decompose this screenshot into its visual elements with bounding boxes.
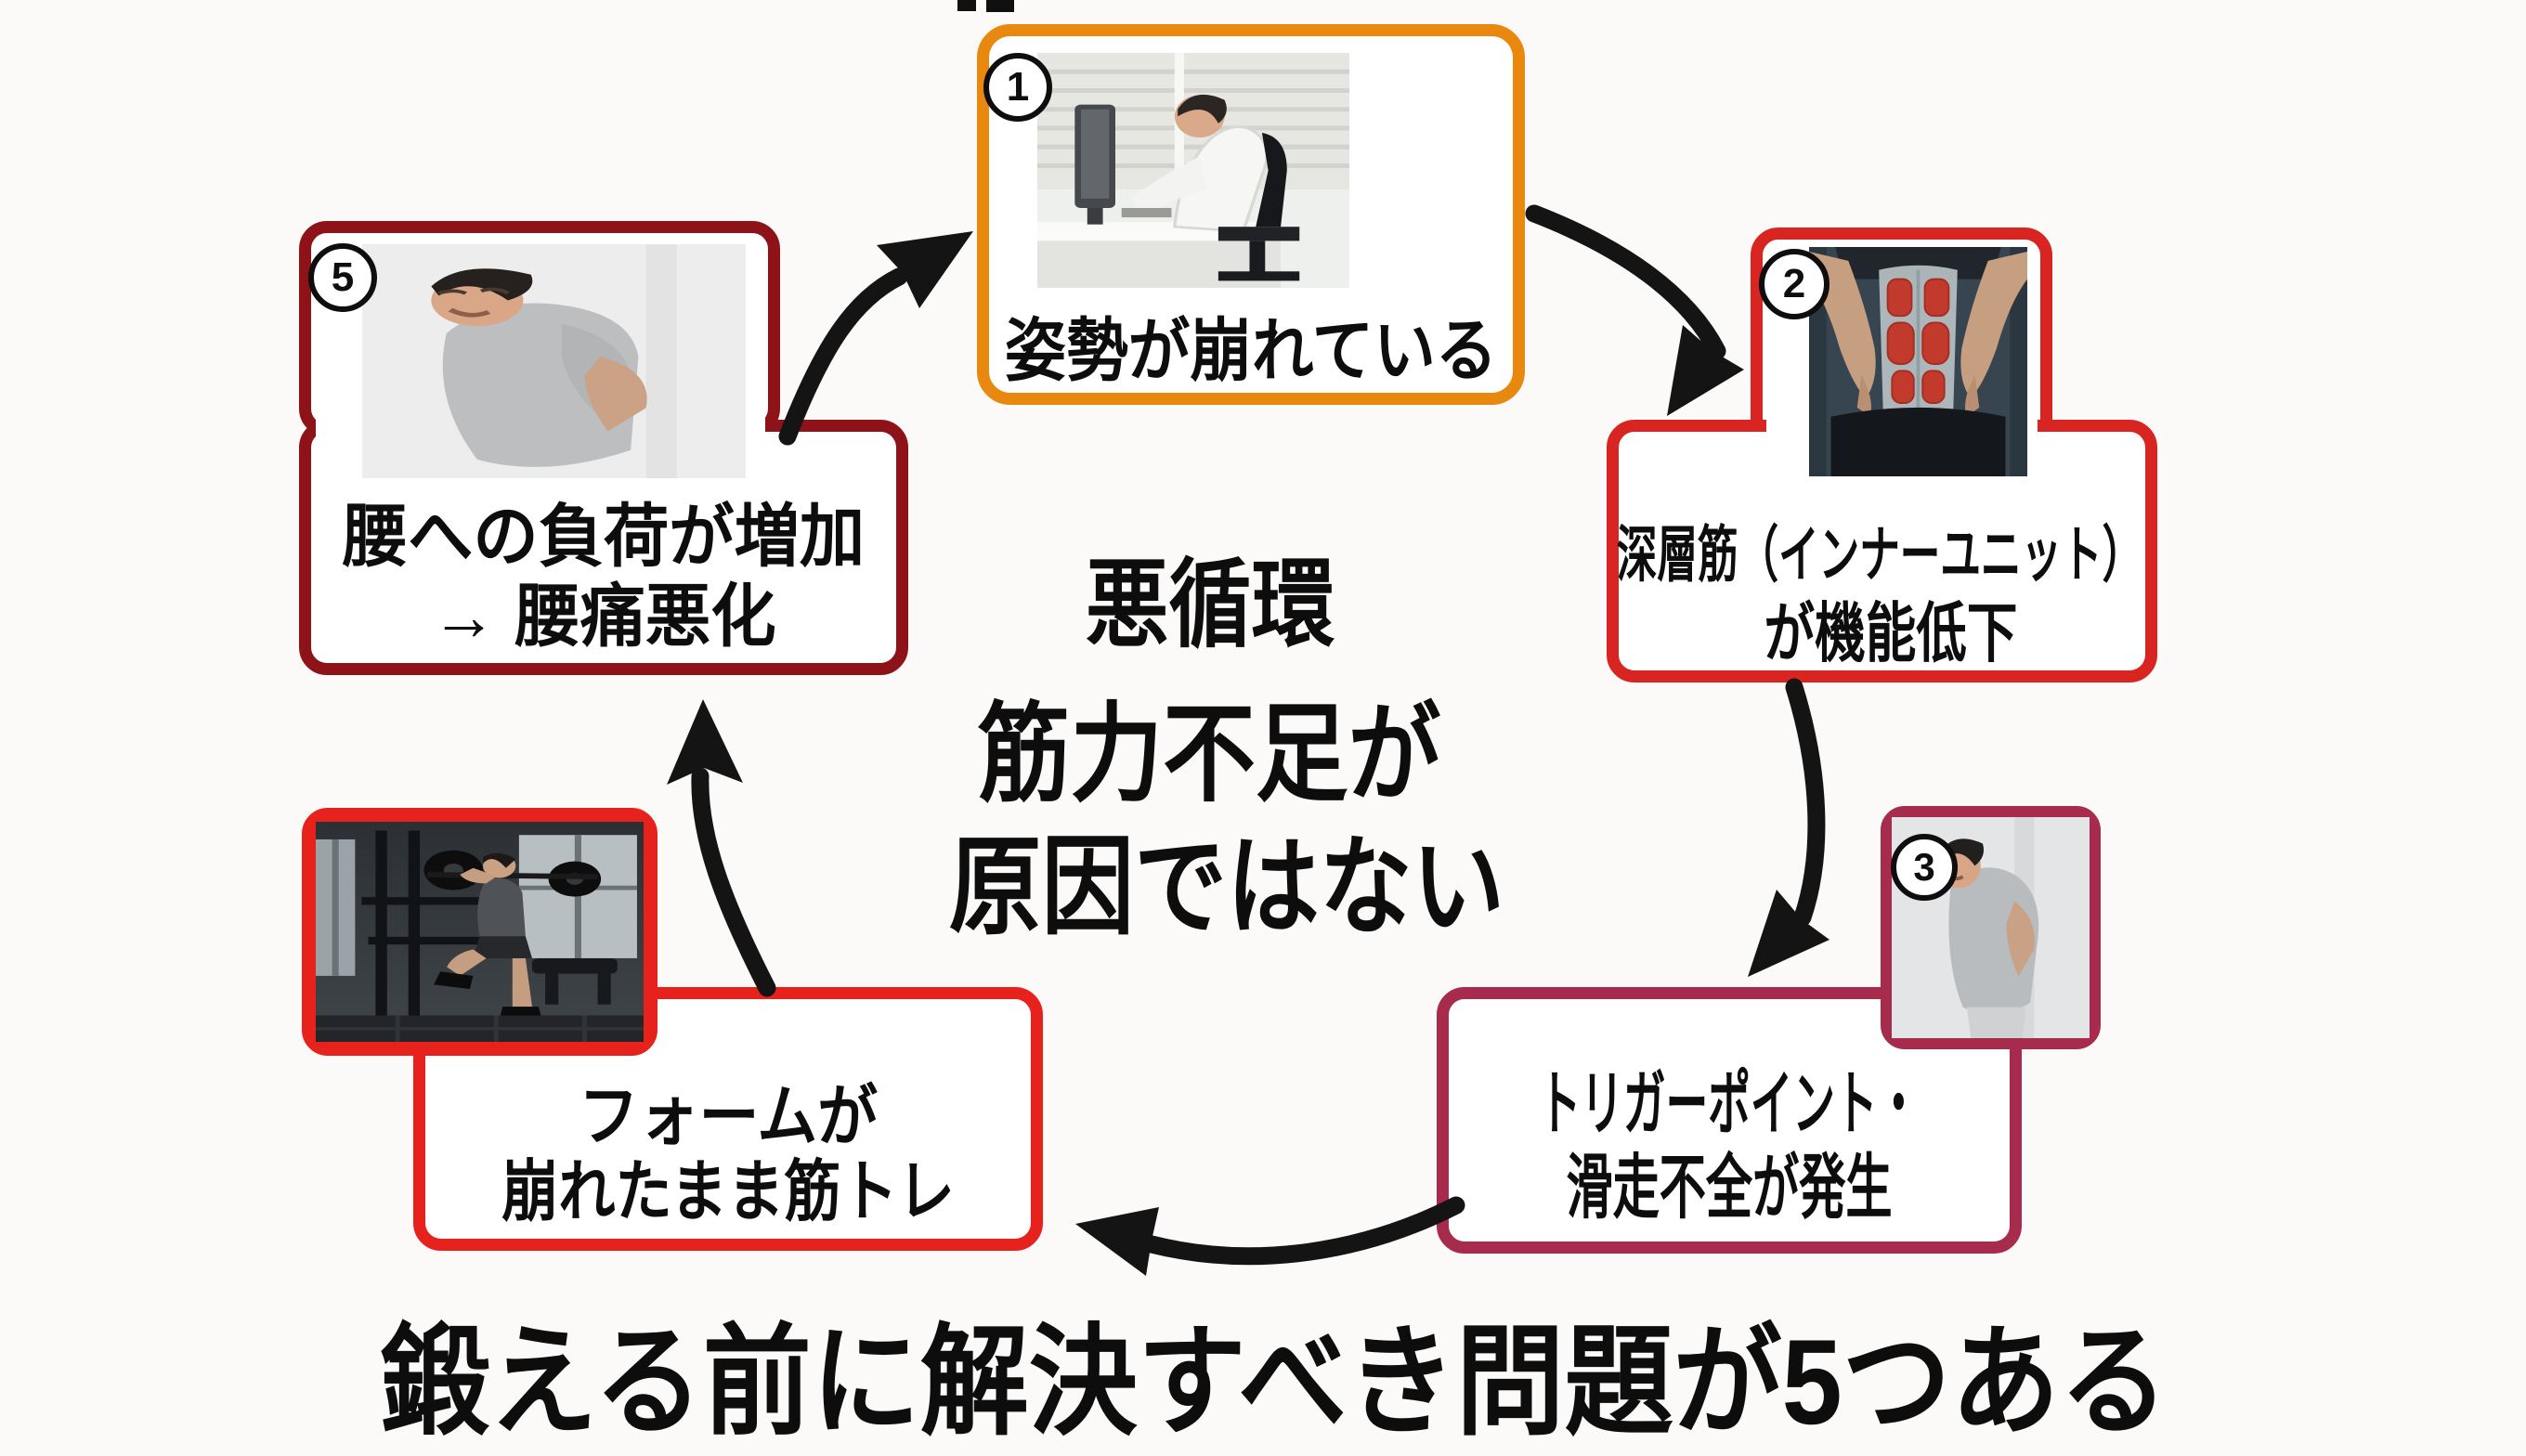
arm-on-bar bbox=[460, 867, 497, 884]
step4-photo bbox=[316, 822, 644, 1042]
step5-label-line1: 腰への負荷が増加 bbox=[342, 498, 866, 575]
arrowhead-step4-to-step5 bbox=[667, 699, 743, 785]
abdominal-wall bbox=[1879, 265, 1958, 431]
lifted-shirt bbox=[1835, 247, 2001, 280]
dark-pants bbox=[1830, 407, 2006, 476]
man-back-pain-grimace-illustration bbox=[362, 244, 746, 478]
grimace bbox=[448, 307, 491, 318]
center-label-line3: 原因ではない bbox=[948, 826, 1505, 947]
arrowhead-step2-to-step3 bbox=[1748, 890, 1829, 977]
arrow-step5-to-step1 bbox=[778, 267, 908, 446]
step2-number-badge: 2 bbox=[1759, 249, 1829, 319]
arrow-step3-to-step4 bbox=[1142, 1196, 1465, 1266]
center-label-line1: 悪循環 bbox=[1085, 552, 1335, 659]
footer-title: 鍛える前に解決すべき問題が5つある bbox=[380, 1314, 2168, 1450]
step2-photo bbox=[1809, 247, 2027, 476]
center-label-line2: 筋力不足が bbox=[977, 694, 1441, 814]
step2-label-line2: が機能低下 bbox=[1764, 597, 2018, 670]
shoe bbox=[434, 971, 474, 990]
arrowhead-step5-to-step1 bbox=[877, 231, 973, 308]
bench bbox=[531, 957, 618, 1005]
arrow-step2-to-step3 bbox=[1785, 678, 1826, 927]
monitor bbox=[1074, 104, 1115, 225]
step3-number-badge: 3 bbox=[1891, 834, 1958, 901]
squatting-man bbox=[434, 852, 542, 1020]
crop-artifact bbox=[986, 0, 1014, 12]
step1-label: 姿勢が崩れている bbox=[1004, 312, 1498, 389]
office-chair bbox=[1217, 133, 1300, 281]
arrow-step4-to-step5 bbox=[691, 767, 776, 997]
front-leg bbox=[447, 949, 487, 976]
arm-to-lower-back bbox=[584, 356, 647, 432]
step5-number-badge: 5 bbox=[308, 243, 377, 312]
step1-number: 1 bbox=[1006, 64, 1030, 110]
step3-photo bbox=[1892, 817, 2090, 1038]
step2-number: 2 bbox=[1782, 261, 1806, 306]
step3-number: 3 bbox=[1913, 845, 1935, 889]
hair bbox=[1939, 838, 1985, 866]
man-grimacing-holding-back bbox=[431, 268, 647, 467]
arrowhead-step1-to-step2 bbox=[1667, 325, 1744, 416]
barbell bbox=[426, 872, 598, 880]
gym-barbell-squat-illustration bbox=[316, 822, 644, 1042]
keyboard bbox=[1121, 207, 1172, 218]
step5-number: 5 bbox=[331, 254, 355, 300]
step5-label-line2: → 腰痛悪化 bbox=[431, 578, 776, 655]
squeezed-eyes bbox=[437, 287, 510, 295]
arm-reaching-back bbox=[2006, 901, 2035, 977]
deep-muscle-segments bbox=[1886, 278, 1950, 404]
shorts bbox=[1966, 1007, 2026, 1038]
step4-label-line1: フォームが bbox=[578, 1080, 879, 1154]
step2-box bbox=[1607, 420, 2157, 682]
step1-photo bbox=[1037, 53, 1349, 288]
person-slouching bbox=[1121, 94, 1269, 233]
office-desk-slouching-posture-illustration bbox=[1037, 53, 1349, 288]
step3-label-line1: トリガーポイント・ bbox=[1538, 1065, 1921, 1144]
step3-label-line2: 滑走不全が発生 bbox=[1566, 1149, 1893, 1228]
step4-label-line2: 崩れたまま筋トレ bbox=[501, 1155, 955, 1229]
inner-unit-deep-muscles-illustration bbox=[1809, 247, 2027, 476]
crop-artifact bbox=[957, 0, 976, 11]
arrowhead-step3-to-step4 bbox=[1075, 1207, 1159, 1276]
step1-number-badge: 1 bbox=[983, 53, 1052, 122]
shorts bbox=[473, 936, 532, 958]
man-holding-lower-back-illustration bbox=[1892, 817, 2090, 1038]
step5-photo bbox=[362, 244, 746, 478]
arrow-step1-to-step2 bbox=[1525, 204, 1726, 360]
step2-label-line1: 深層筋（インナーユニット） bbox=[1616, 520, 2143, 589]
